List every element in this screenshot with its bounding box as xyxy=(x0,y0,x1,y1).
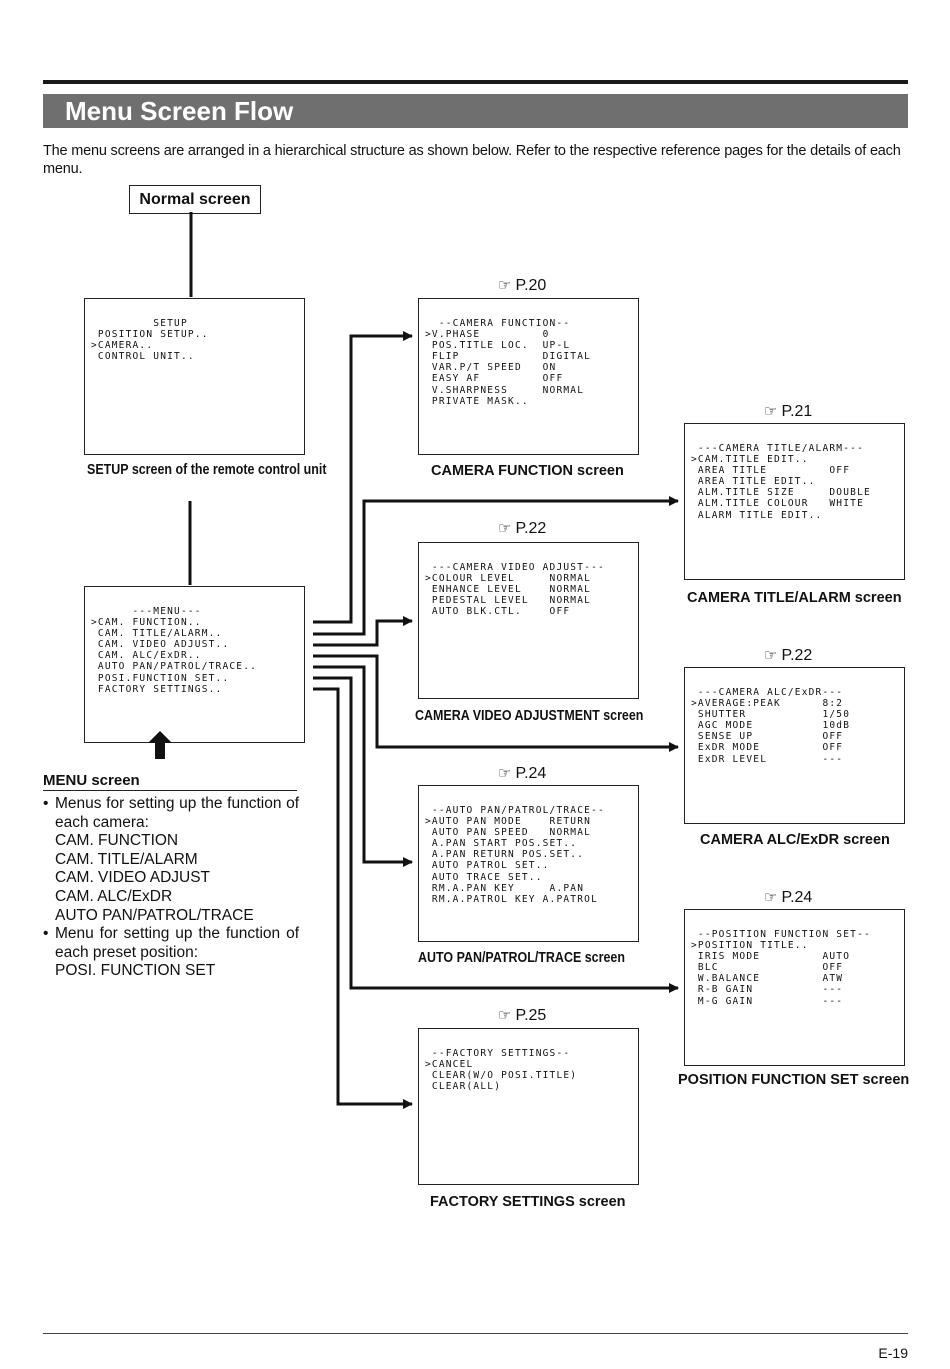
factory-settings-screen: --FACTORY SETTINGS-- >CANCEL CLEAR(W/O P… xyxy=(418,1028,639,1185)
menu-screen-text: ---MENU--- >CAM. FUNCTION.. CAM. TITLE/A… xyxy=(91,606,258,695)
title-bar: Menu Screen Flow xyxy=(43,94,908,128)
arrow-up-icon xyxy=(148,731,172,759)
pointing-hand-icon: ☞ xyxy=(764,647,778,664)
pointing-hand-icon: ☞ xyxy=(764,889,778,906)
ref-camera-function: ☞P.20 xyxy=(498,277,547,294)
setup-screen: SETUP POSITION SETUP.. >CAMERA.. CONTROL… xyxy=(84,298,305,455)
setup-screen-text: SETUP POSITION SETUP.. >CAMERA.. CONTROL… xyxy=(91,318,209,363)
pointing-hand-icon: ☞ xyxy=(764,403,778,420)
camera-function-screen: --CAMERA FUNCTION-- >V.PHASE 0 POS.TITLE… xyxy=(418,298,639,455)
pointing-hand-icon: ☞ xyxy=(498,520,512,537)
camera-function-caption: CAMERA FUNCTION screen xyxy=(431,463,624,479)
bullet: • xyxy=(43,795,49,812)
normal-screen-box: Normal screen xyxy=(129,185,261,214)
camera-title-alarm-screen: ---CAMERA TITLE/ALARM--- >CAM.TITLE EDIT… xyxy=(684,423,905,580)
position-function-text: --POSITION FUNCTION SET-- >POSITION TITL… xyxy=(691,929,871,1007)
camera-video-adjust-screen: ---CAMERA VIDEO ADJUST--- >COLOUR LEVEL … xyxy=(418,542,639,699)
note-item: POSI. FUNCTION SET xyxy=(55,962,216,980)
menu-note-2: • Menu for setting up the function of ea… xyxy=(43,925,299,961)
note-item: AUTO PAN/PATROL/TRACE xyxy=(55,906,254,924)
note-item: CAM. FUNCTION xyxy=(55,832,179,850)
ref-auto-pan: ☞P.24 xyxy=(498,765,547,782)
page-number: E-19 xyxy=(878,1345,908,1361)
camera-video-adjust-text: ---CAMERA VIDEO ADJUST--- >COLOUR LEVEL … xyxy=(425,562,605,618)
menu-screen: ---MENU--- >CAM. FUNCTION.. CAM. TITLE/A… xyxy=(84,586,305,743)
camera-title-alarm-text: ---CAMERA TITLE/ALARM--- >CAM.TITLE EDIT… xyxy=(691,443,871,521)
page-title: Menu Screen Flow xyxy=(65,96,294,126)
position-function-screen: --POSITION FUNCTION SET-- >POSITION TITL… xyxy=(684,909,905,1066)
ref-camera-alc-exdr: ☞P.22 xyxy=(764,647,813,664)
auto-pan-caption: AUTO PAN/PATROL/TRACE screen xyxy=(418,950,625,966)
ref-camera-title-alarm: ☞P.21 xyxy=(764,403,813,420)
position-function-caption: POSITION FUNCTION SET screen xyxy=(678,1072,910,1088)
pointing-hand-icon: ☞ xyxy=(498,765,512,782)
top-rule xyxy=(43,80,908,84)
ref-camera-video-adjust: ☞P.22 xyxy=(498,520,547,537)
ref-position-function: ☞P.24 xyxy=(764,889,813,906)
camera-alc-exdr-screen: ---CAMERA ALC/ExDR--- >AVERAGE:PEAK 8:2 … xyxy=(684,667,905,824)
bullet: • xyxy=(43,925,49,943)
camera-function-text: --CAMERA FUNCTION-- >V.PHASE 0 POS.TITLE… xyxy=(425,318,592,407)
pointing-hand-icon: ☞ xyxy=(498,1007,512,1024)
camera-title-alarm-caption: CAMERA TITLE/ALARM screen xyxy=(687,590,902,606)
camera-video-adjust-caption: CAMERA VIDEO ADJUSTMENT screen xyxy=(415,708,644,724)
pointing-hand-icon: ☞ xyxy=(498,277,512,294)
factory-settings-caption: FACTORY SETTINGS screen xyxy=(430,1194,626,1210)
note-item: CAM. ALC/ExDR xyxy=(55,887,173,905)
camera-alc-exdr-caption: CAMERA ALC/ExDR screen xyxy=(700,832,890,848)
menu-screen-heading: MENU screen xyxy=(43,772,297,791)
ref-factory-settings: ☞P.25 xyxy=(498,1007,547,1024)
note-item: CAM. TITLE/ALARM xyxy=(55,850,198,868)
menu-note-1: • Menus for setting up the function of e… xyxy=(43,795,299,831)
menu-notes: • Menus for setting up the function of e… xyxy=(43,795,299,981)
footer-rule xyxy=(43,1333,908,1334)
note-item: CAM. VIDEO ADJUST xyxy=(55,869,211,887)
setup-screen-caption: SETUP screen of the remote control unit xyxy=(87,462,327,478)
factory-settings-text: --FACTORY SETTINGS-- >CANCEL CLEAR(W/O P… xyxy=(425,1048,578,1093)
auto-pan-screen: --AUTO PAN/PATROL/TRACE-- >AUTO PAN MODE… xyxy=(418,785,639,942)
intro-text: The menu screens are arranged in a hiera… xyxy=(43,143,901,177)
camera-alc-exdr-text: ---CAMERA ALC/ExDR--- >AVERAGE:PEAK 8:2 … xyxy=(691,687,851,765)
auto-pan-text: --AUTO PAN/PATROL/TRACE-- >AUTO PAN MODE… xyxy=(425,805,605,905)
